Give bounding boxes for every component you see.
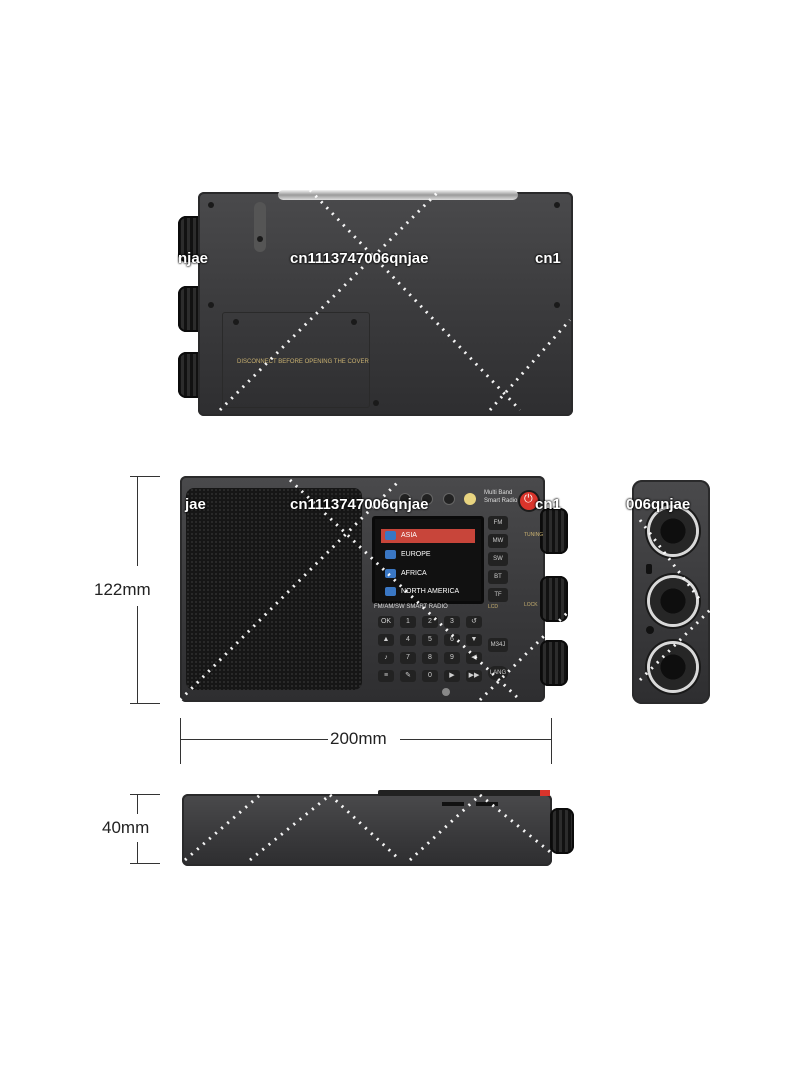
top-button [422, 494, 432, 504]
key-6: 6 [444, 634, 460, 646]
key-edit: ✎ [400, 670, 416, 682]
top-buttons-strip [378, 790, 548, 796]
watermark-text: cn1113747006qnjae [290, 250, 429, 267]
top-button [400, 494, 410, 504]
globe-icon [385, 569, 396, 578]
key-4: 4 [400, 634, 416, 646]
height-dimension [130, 476, 160, 704]
watermark-text: 006qnjae [626, 496, 691, 513]
top-button [444, 494, 454, 504]
screw [208, 202, 214, 208]
back-view: DISCONNECT BEFORE OPENING THE COVER [178, 186, 573, 416]
height-label: 122mm [94, 580, 151, 599]
globe-icon [385, 531, 396, 540]
width-dimension [180, 718, 552, 764]
power-icon: ⏻ [524, 493, 533, 505]
band-button-mw: MW [488, 534, 508, 548]
band-button-tf: TF [488, 588, 508, 602]
side-knob-top [650, 508, 696, 554]
battery-cover: DISCONNECT BEFORE OPENING THE COVER [222, 312, 370, 408]
key-9: 9 [444, 652, 460, 664]
screen-menu-item: AFRICA [383, 567, 471, 580]
model-label: FM/AM/SW SMART RADIO [374, 604, 448, 610]
key-next: ▶▶ [466, 670, 482, 682]
card-slot [476, 802, 498, 806]
depth-knob [550, 808, 574, 854]
tuning-knob-bottom [540, 640, 568, 686]
star-button [464, 493, 476, 505]
key-8: 8 [422, 652, 438, 664]
memory-button: M34J [488, 638, 508, 652]
power-button: ⏻ [520, 492, 538, 510]
screw [208, 302, 214, 308]
key-play: ▶ [444, 670, 460, 682]
screw [554, 302, 560, 308]
lcd-label: LCD [488, 604, 499, 610]
lock-label: LOCK [524, 602, 538, 608]
headphone-jack [646, 626, 654, 634]
key-up: ▲ [378, 634, 394, 646]
lcd-screen: ASIA EUROPE AFRICA NORTH AMERICA [372, 516, 484, 604]
brand-line1: Multi Band [484, 490, 513, 496]
key-1: 1 [400, 616, 416, 628]
key-0: 0 [422, 670, 438, 682]
mic-icon [442, 688, 450, 696]
watermark-text: jae [185, 496, 206, 513]
antenna-icon [278, 190, 518, 200]
band-button-bt: BT [488, 570, 508, 584]
brand-line2: Smart Radio [484, 498, 518, 504]
side-knob-bottom [650, 644, 696, 690]
depth-label: 40mm [102, 818, 150, 837]
key-down: ▼ [466, 634, 482, 646]
watermark-text: cn1 [535, 496, 561, 513]
band-button-sw: SW [488, 552, 508, 566]
globe-icon [385, 587, 396, 596]
screw [373, 400, 379, 406]
depth-view [178, 790, 578, 870]
screen-menu-item: NORTH AMERICA [383, 585, 471, 598]
globe-icon [385, 550, 396, 559]
cover-notice: DISCONNECT BEFORE OPENING THE COVER [237, 359, 369, 365]
watermark-text: njae [178, 250, 209, 267]
card-slot [442, 802, 464, 806]
key-7: 7 [400, 652, 416, 664]
tuning-knob-middle [540, 576, 568, 622]
tuning-label: TUNING [524, 532, 544, 538]
depth-dimension [130, 794, 160, 864]
screw [554, 202, 560, 208]
width-label: 200mm [330, 729, 387, 748]
band-button-fm: FM [488, 516, 508, 530]
screw [351, 319, 357, 325]
speaker-grille [186, 488, 362, 690]
key-3: 3 [444, 616, 460, 628]
usb-port [646, 564, 652, 574]
screen-menu-item: ASIA [383, 529, 471, 542]
screw [233, 319, 239, 325]
side-view [632, 480, 710, 704]
key-ok: OK [378, 616, 394, 628]
depth-body [182, 794, 552, 866]
front-view: Multi Band Smart Radio ⏻ ASIA EUROPE AFR… [178, 476, 573, 704]
key-back: ↺ [466, 616, 482, 628]
key-notes: ≡ [378, 670, 394, 682]
screw [257, 236, 263, 242]
key-5: 5 [422, 634, 438, 646]
tuning-knob-top [540, 508, 568, 554]
watermark-text: cn1 [535, 250, 561, 267]
screen-highlight [381, 529, 475, 543]
key-music: ♪ [378, 652, 394, 664]
power-edge [540, 790, 550, 796]
watermark-text: cn1113747006qnjae [290, 496, 429, 513]
screen-menu-item: EUROPE [383, 548, 471, 561]
